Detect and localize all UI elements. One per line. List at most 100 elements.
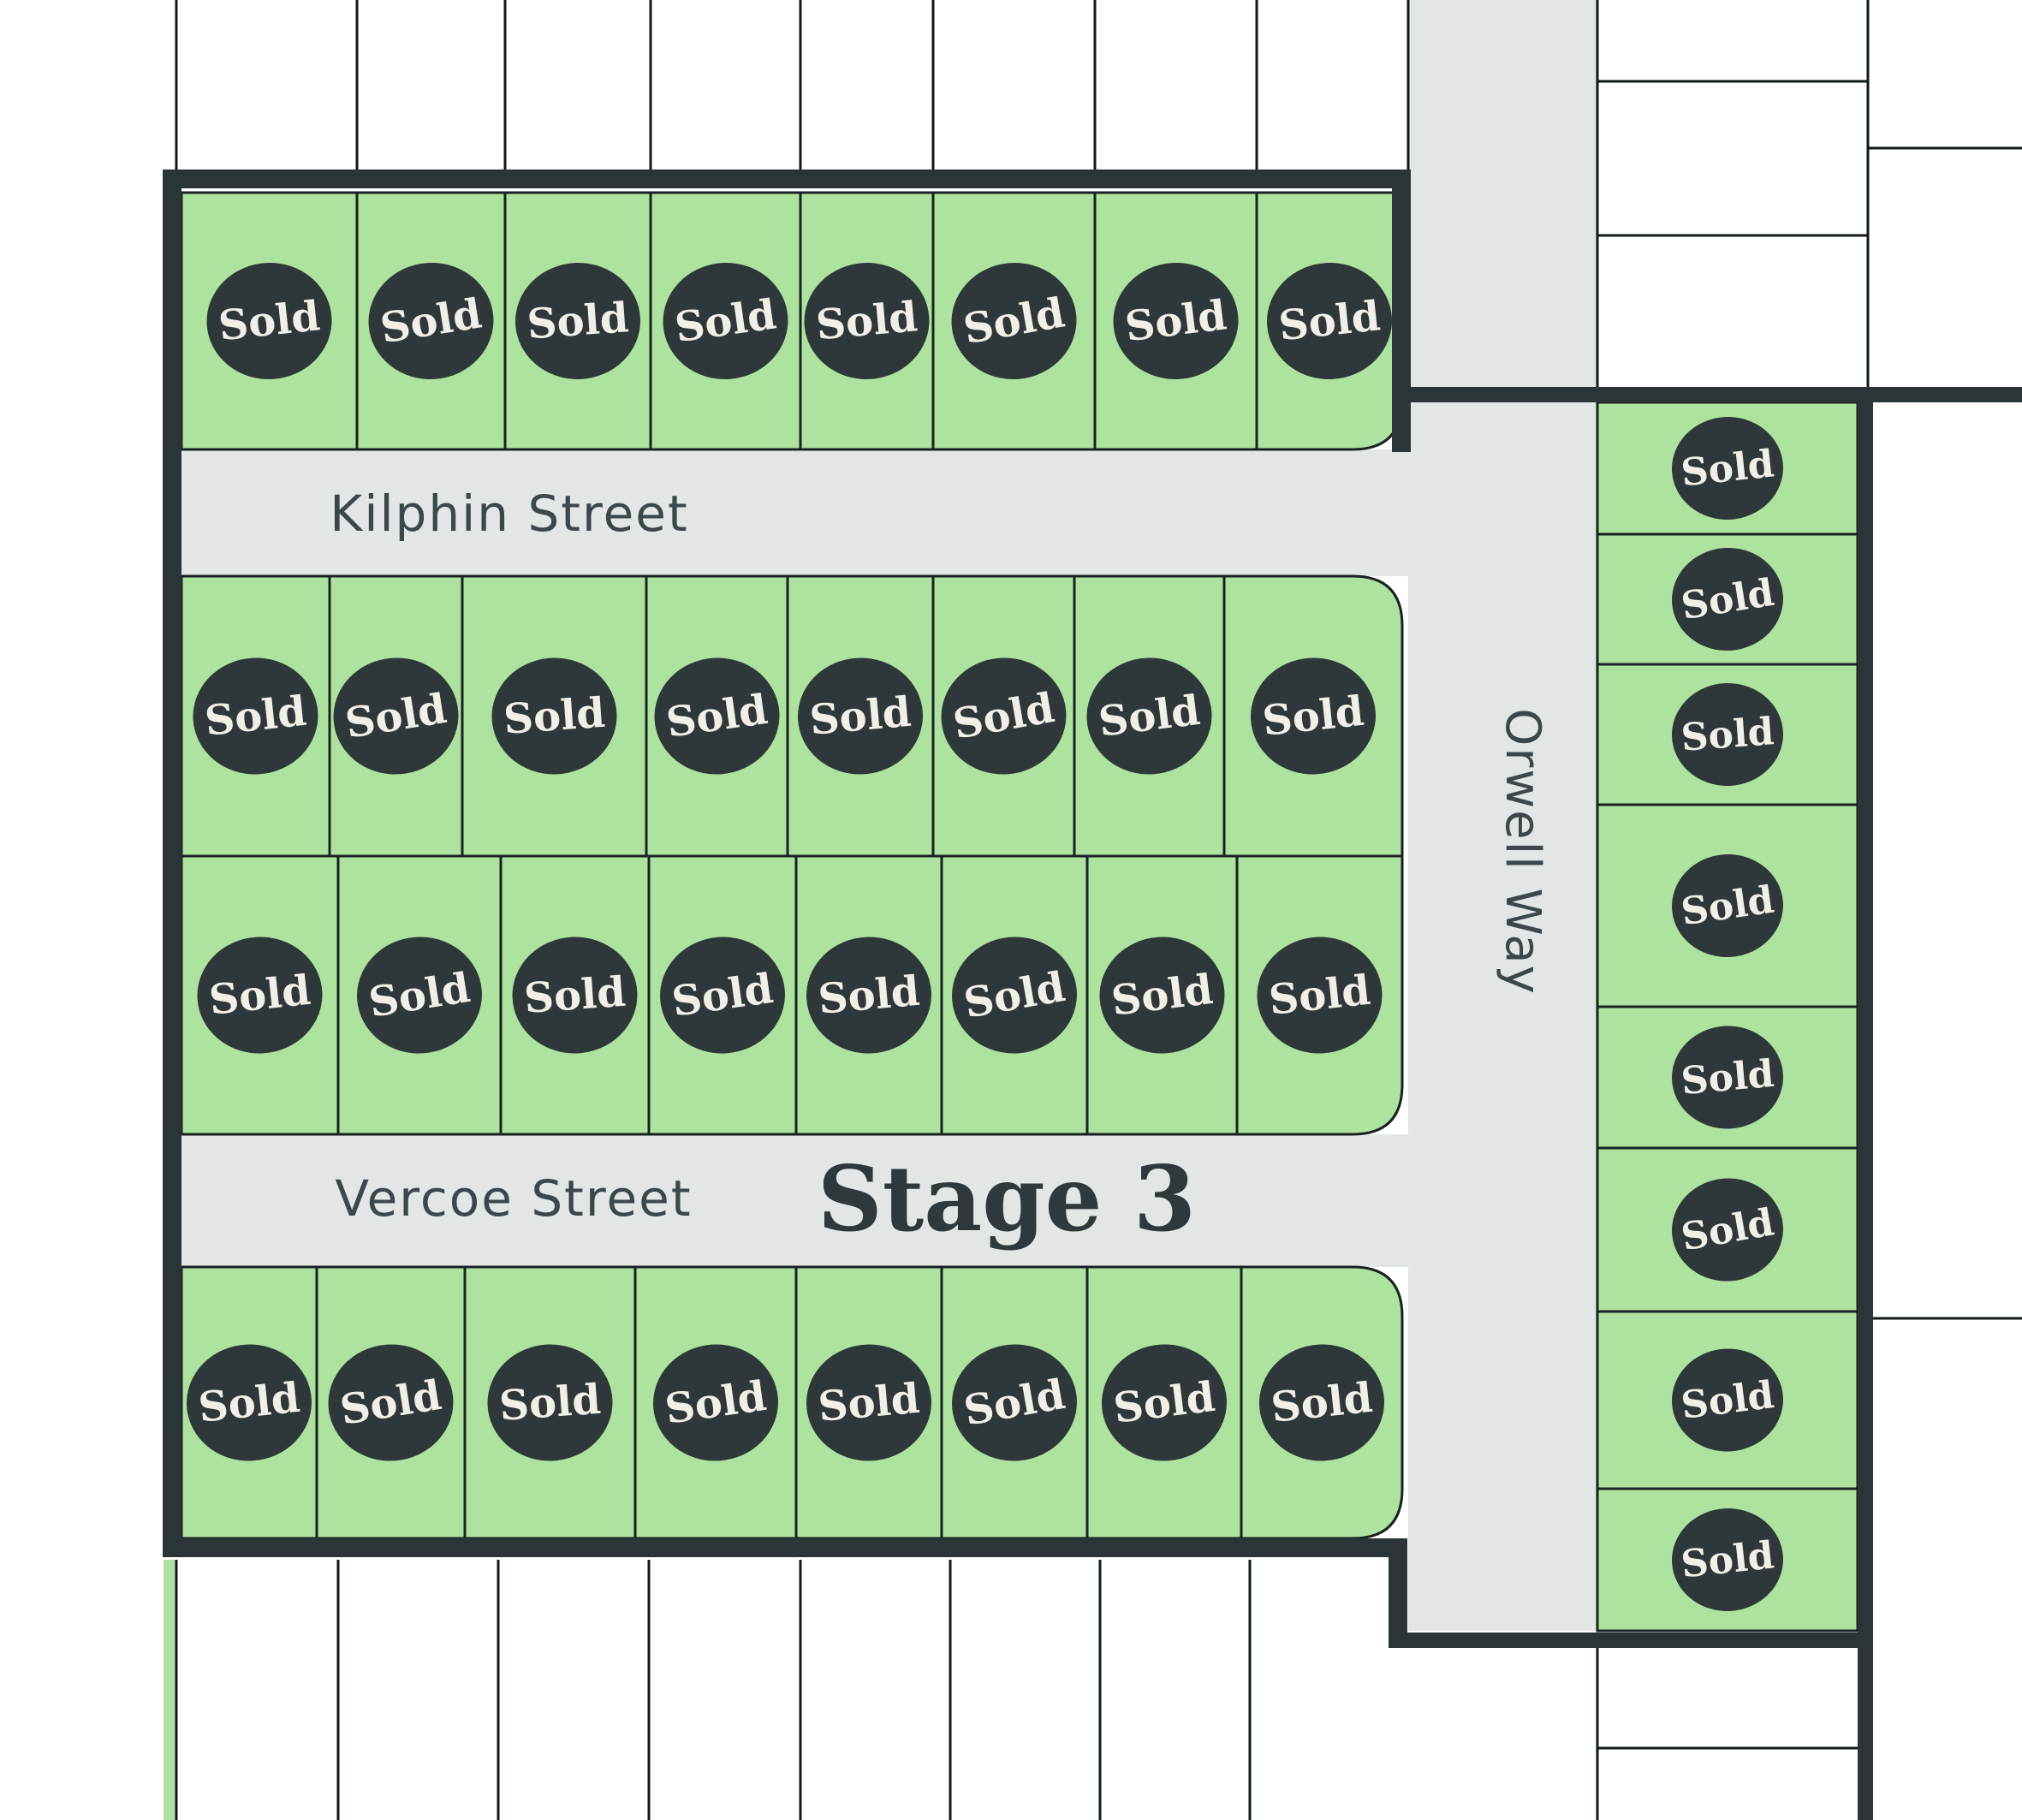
sold-badge[interactable]: Sold (795, 655, 925, 776)
sold-badge-circle (941, 657, 1067, 775)
outside-parcels-bottom (164, 1560, 1858, 1820)
sold-badge-label: Sold (502, 689, 606, 744)
sold-badge[interactable]: Sold (1098, 1341, 1230, 1465)
sold-badge-circle (328, 1344, 454, 1461)
sold-badge-label: Sold (526, 294, 630, 348)
sold-badge-circle (806, 937, 931, 1054)
sold-badge-label: Sold (1680, 710, 1775, 759)
sold-badge[interactable]: Sold (184, 1341, 315, 1464)
sold-badge-circle (1672, 1508, 1783, 1612)
sold-badge[interactable]: Sold (364, 258, 497, 384)
sold-badge[interactable]: Sold (1109, 259, 1241, 384)
sold-badge[interactable]: Sold (510, 935, 639, 1056)
sold-badge[interactable]: Sold (1668, 544, 1787, 655)
sold-badge-circle (1086, 657, 1212, 775)
sold-badge-circle (357, 937, 482, 1054)
sold-badge[interactable]: Sold (802, 260, 932, 382)
sold-badge-circle (1672, 416, 1783, 520)
sold-badge-circle (1672, 1026, 1783, 1129)
sold-badge[interactable]: Sold (659, 259, 792, 384)
sold-badge[interactable]: Sold (190, 655, 321, 777)
sold-badge[interactable]: Sold (514, 260, 643, 381)
sold-badge-circle (1099, 937, 1225, 1054)
sold-badge[interactable]: Sold (947, 1339, 1081, 1466)
sold-badge-circle (951, 262, 1077, 380)
sold-badge-label: Sold (1260, 687, 1366, 746)
sold-badge-circle (952, 937, 1077, 1054)
sold-badge-label: Sold (808, 688, 913, 745)
sold-badge-circle (1113, 262, 1239, 380)
outside-parcels-top (175, 0, 1258, 170)
sold-badge[interactable]: Sold (947, 931, 1081, 1058)
sold-badge-label: Sold (1267, 967, 1373, 1025)
green-sliver (164, 1560, 175, 1820)
sold-badge-circle (806, 1344, 931, 1461)
sold-badge-circle (663, 262, 788, 380)
sold-badge[interactable]: Sold (937, 652, 1071, 779)
road-orwell-way (1408, 0, 1597, 1631)
sold-badge-label: Sold (217, 292, 323, 350)
sold-badge[interactable]: Sold (194, 934, 325, 1056)
street-vercoe (181, 1134, 1597, 1267)
sold-badge-circle (487, 1344, 613, 1461)
sold-badge-circle (952, 1344, 1077, 1461)
sold-badge-circle (1257, 937, 1383, 1054)
sold-badge-label: Sold (207, 967, 313, 1025)
sold-badge-circle (1267, 262, 1392, 380)
sold-badge-circle (206, 262, 332, 380)
sold-badge-label: Sold (814, 293, 919, 349)
sold-badge-circle (798, 657, 923, 775)
sold-badge-circle (804, 262, 930, 380)
sold-badge-circle (1102, 1344, 1227, 1461)
sold-badge[interactable]: Sold (1669, 1024, 1785, 1132)
sold-badge[interactable]: Sold (353, 932, 486, 1058)
sold-badge[interactable]: Sold (204, 259, 335, 382)
sold-badge[interactable]: Sold (490, 656, 619, 776)
sold-badge[interactable]: Sold (1257, 1341, 1388, 1464)
sold-badge-circle (368, 262, 494, 380)
sold-badge[interactable]: Sold (1670, 681, 1785, 788)
sold-badge[interactable]: Sold (1254, 934, 1385, 1056)
sold-badge[interactable]: Sold (804, 934, 934, 1056)
street-label-kilphin: Kilphin Street (330, 485, 688, 543)
sold-badge-circle (1672, 853, 1783, 958)
sold-badge-circle (653, 1344, 778, 1461)
street-kilphin (181, 449, 1597, 576)
sold-badge-circle (654, 657, 780, 775)
sold-badge-label: Sold (1269, 1374, 1375, 1432)
sold-badge-circle (1672, 682, 1783, 787)
sold-badge-circle (660, 937, 785, 1054)
sold-badge-label: Sold (203, 687, 309, 746)
sold-badge[interactable]: Sold (1668, 1174, 1787, 1286)
sold-badge[interactable]: Sold (649, 1341, 782, 1466)
sold-badge[interactable]: Sold (1248, 655, 1379, 777)
sold-badge[interactable]: Sold (947, 258, 1081, 384)
sold-badge[interactable]: Sold (1668, 851, 1787, 961)
sold-badge-label: Sold (522, 968, 627, 1023)
sold-badge[interactable]: Sold (1083, 654, 1215, 778)
stage-title: Stage 3 (818, 1145, 1196, 1252)
sold-badge[interactable]: Sold (329, 653, 462, 779)
sold-badge[interactable]: Sold (485, 1342, 615, 1463)
sold-badge[interactable]: Sold (1668, 1346, 1786, 1455)
sold-badge-label: Sold (1276, 292, 1383, 350)
sold-badge[interactable]: Sold (324, 1340, 457, 1466)
sold-badge[interactable]: Sold (1669, 1506, 1786, 1615)
sold-badge[interactable]: Sold (651, 654, 783, 779)
sold-badge-circle (333, 657, 459, 775)
stage-boundary (163, 170, 2022, 1820)
sold-badge[interactable]: Sold (1669, 414, 1786, 523)
sold-badge[interactable]: Sold (804, 1341, 934, 1463)
sold-badge-circle (193, 657, 318, 775)
sold-badge-circle (197, 937, 323, 1054)
sold-badge-circle (1672, 1178, 1783, 1282)
sold-badge[interactable]: Sold (1264, 259, 1395, 382)
sold-badge-label: Sold (1680, 1052, 1776, 1103)
sold-badge-circle (1672, 547, 1783, 651)
sold-badge[interactable]: Sold (656, 933, 788, 1058)
sold-badge[interactable]: Sold (1096, 933, 1228, 1057)
sold-badge-circle (515, 262, 640, 380)
street-label-vercoe: Vercoe Street (335, 1169, 692, 1228)
sold-badge-label: Sold (817, 1375, 922, 1431)
